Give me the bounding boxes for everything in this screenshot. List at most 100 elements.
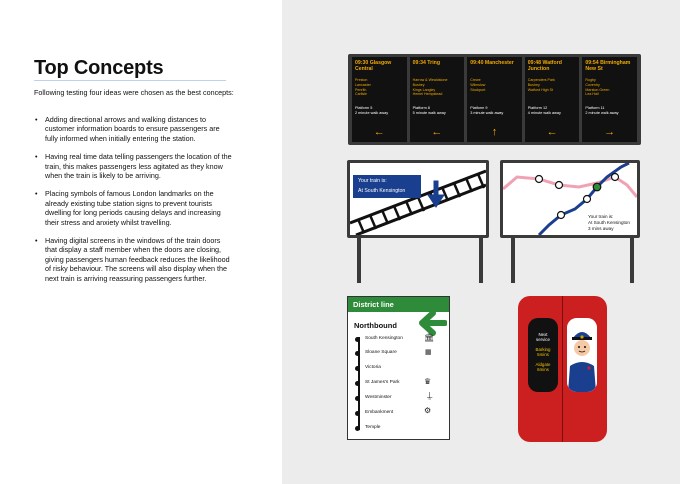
arrow-left-icon: ← [431,126,443,138]
status-label: Your train is: [358,178,387,184]
page-title: Top Concepts [34,57,164,79]
walk-distance: 2 minute walk away [585,110,619,115]
screen-line: Next [538,332,548,337]
status-location: At South Kensington [588,220,630,225]
platform-info: Platform 5 2 minute walk away [355,106,404,116]
platform-info: Platform 9 3 minute walk away [470,106,519,116]
calling-point: Lea Hall [585,92,599,97]
calling-point: Marston Green [585,87,610,92]
walk-distance: 2 minute walk away [355,110,389,115]
intro-text: Following testing four ideas were chosen… [34,88,234,97]
train-status-bubble: Your train is: At South Kensington [353,175,421,198]
museum-icon: 🏛 [424,333,435,342]
text-column: Top Concepts Following testing four idea… [0,0,282,484]
screen-line: 5mins [537,352,549,358]
station-item: Westminster [355,395,392,401]
arrow-left-icon: ← [546,126,558,138]
calling-point: Bushey [412,82,425,87]
status-location: At South Kensington [358,188,406,194]
line-header: District line [348,297,449,312]
screen-line: Aldgate [535,361,551,367]
station-item: Sloane Square [355,350,397,356]
next-service-info: Next service Barking 5mins Aldgate 6mins [528,332,558,372]
train-location-sign: Your train is: At South Kensington [347,160,489,238]
status-eta: 3 mins away [588,226,614,231]
platform-info: Platform 12 4 minute walk away [528,106,577,116]
departure-board: 09:30 Glasgow Central Preston Lancaster … [348,54,641,145]
status-label: Your train is: [588,214,614,219]
calling-point: Preston [355,78,368,82]
walk-distance: 4 minute walk away [527,110,561,115]
departure-panel: 09:34 Tring Harrow & Wealdstone Bushey K… [409,57,465,142]
calling-point: Watford High St [527,87,554,92]
calling-point: Carpenders Park [527,78,555,82]
departure-panel: 09:40 Manchester Crewe Wilmslow Stockpor… [467,57,522,142]
arrow-left-icon: ← [373,126,385,138]
palace-icon: ♛ [424,377,432,386]
departure-time-destination: 09:40 Manchester [470,60,514,66]
calling-point: Stockport [470,87,486,92]
calling-points: Carpenders Park Bushey Watford High St [528,78,577,104]
building-icon: ▦ [425,349,432,356]
calling-point: Crewe [470,78,481,82]
sign-post [511,233,515,283]
calling-point: Carlisle [355,92,367,97]
screen-line: 6mins [537,367,549,373]
platform-info: Platform 8 5 minute walk away [413,106,462,116]
big-ben-icon: ⍊ [427,390,433,400]
platform-number: Platform 9 [470,106,488,110]
station-item: Embankment [355,410,393,416]
arrow-left-icon [419,310,447,336]
train-doors: Next service Barking 5mins Aldgate 6mins [518,296,607,442]
route-map-sign: Your train is: At South Kensington 3 min… [500,160,640,238]
calling-point: Kings Langley [412,87,436,92]
arrow-right-icon: → [604,126,616,138]
calling-points: Harrow & Wealdstone Bushey Kings Langley… [413,78,462,104]
door-window-staff [567,318,597,392]
platform-number: Platform 11 [585,106,605,110]
sign-post [479,233,483,283]
station-item: Victoria [355,365,381,371]
direction-label: Northbound [354,321,397,330]
calling-point: Lancaster [355,82,371,87]
calling-point: Penrith [355,87,367,92]
platform-info: Platform 11 2 minute walk away [585,106,634,116]
concept-list: Adding directional arrows and walking di… [34,115,234,292]
calling-point: Harrow & Wealdstone [412,78,448,82]
platform-number: Platform 8 [412,106,430,110]
departure-panel: 09:54 Birmingham New St Rugby Coventry M… [582,57,637,142]
district-line-sign: District line Northbound South Kensingto… [347,296,450,440]
departure-time-destination: 09:30 Glasgow Central [355,60,392,73]
door-seam [562,296,563,442]
sign-post [630,233,634,283]
calling-points: Crewe Wilmslow Stockport [470,78,519,104]
calling-points: Rugby Coventry Marston Green Lea Hall [585,78,634,104]
railway-track-icon [350,169,486,235]
walk-distance: 3 minute walk away [470,110,504,115]
departure-panel: 09:48 Watford Junction Carpenders Park B… [524,57,580,142]
calling-point: Rugby [585,78,596,82]
station-item: St James's Park [355,380,400,386]
walk-distance: 5 minute walk away [412,110,446,115]
concept-item: Having real time data telling passengers… [34,152,234,180]
concept-item: Having digital screens in the windows of… [34,236,234,283]
arrow-up-icon: ↑ [491,126,498,138]
title-underline [34,80,226,81]
staff-member-icon [567,318,597,392]
departure-time-destination: 09:48 Watford Junction [527,60,562,73]
london-eye-icon: ⚙ [424,406,432,415]
station-item: Temple [355,425,380,431]
train-eta-label: Your train is: At South Kensington 3 min… [586,213,632,233]
screen-line: Barking [535,346,551,352]
calling-points: Preston Lancaster Penrith Carlisle [355,78,404,104]
platform-number: Platform 5 [355,106,373,110]
platform-number: Platform 12 [527,106,548,110]
calling-point: Wilmslow [470,82,486,87]
calling-point: Bushey [527,82,540,87]
station-item: South Kensington [355,336,403,342]
sign-post [357,233,361,283]
door-window-screen: Next service Barking 5mins Aldgate 6mins [528,318,558,392]
line-name: District line [353,300,394,309]
departure-time-destination: 09:54 Birmingham New St [585,60,631,73]
